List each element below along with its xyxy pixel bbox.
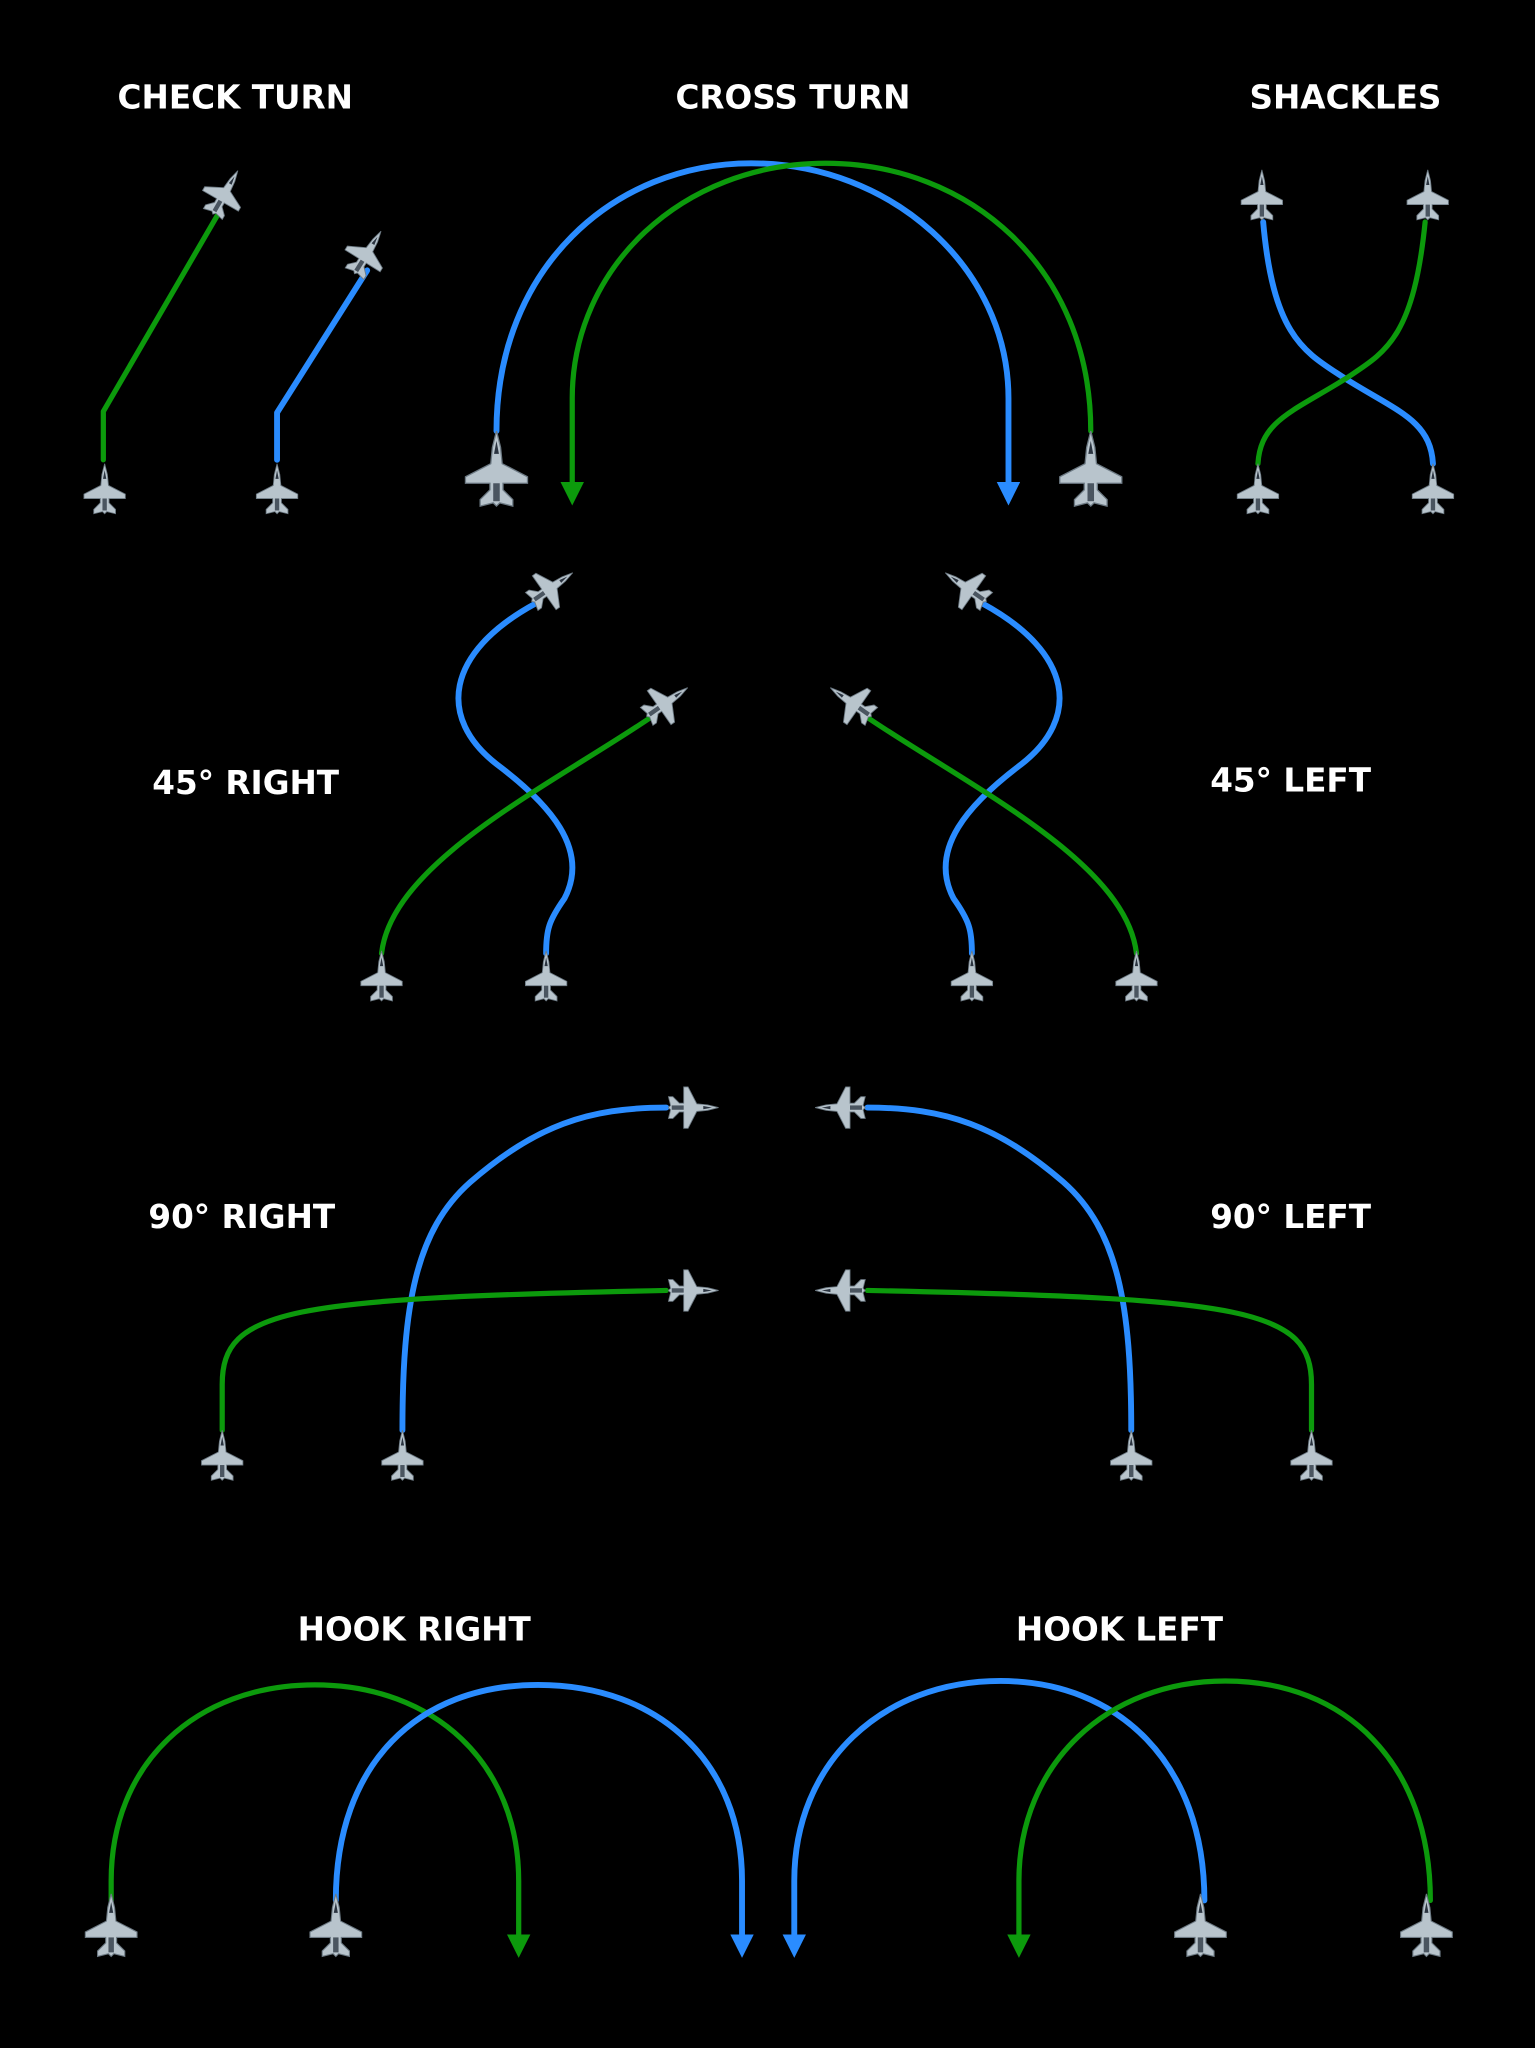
- cross-turn-green-path: [560, 160, 1094, 506]
- jet-icon: [1240, 169, 1284, 221]
- label-45-right: 45° RIGHT: [152, 764, 339, 802]
- shackles-blue-path: [1260, 219, 1436, 467]
- hook-right-group: [84, 1681, 754, 1958]
- check-turn-group: [83, 159, 400, 515]
- shackles-group: [1236, 169, 1455, 515]
- jet-icon: [309, 1893, 363, 1958]
- jet-icon: [1110, 1429, 1153, 1481]
- jet-icon: [1406, 169, 1449, 221]
- jet-icon: [200, 1429, 244, 1481]
- jet-icon: [1399, 1893, 1453, 1958]
- jet-icon: [194, 159, 257, 225]
- jet-icon: [360, 950, 403, 1002]
- 45-left-group: [817, 555, 1158, 1002]
- jet-icon: [336, 219, 400, 286]
- hook-right-green-path: [108, 1682, 531, 1958]
- jet-icon: [255, 463, 299, 515]
- 45-left-blue-path: [942, 600, 1063, 957]
- jet-icon: [84, 1893, 138, 1958]
- 90-right-group: [200, 1086, 720, 1481]
- jet-icon: [1115, 950, 1158, 1002]
- check-turn-green-path: [100, 208, 223, 463]
- 45-right-blue-path: [455, 600, 576, 957]
- jet-icon: [524, 950, 568, 1002]
- label-45-left: 45° LEFT: [1210, 762, 1371, 800]
- hook-right-blue-path: [332, 1681, 754, 1958]
- jet-icon: [464, 430, 529, 507]
- jet-icon: [1236, 463, 1280, 515]
- 45-right-green-path: [378, 715, 652, 957]
- hook-left-group: [782, 1678, 1453, 1958]
- 90-right-green-path: [219, 1287, 669, 1433]
- jet-icon: [667, 1269, 720, 1312]
- label-90-right: 90° RIGHT: [148, 1198, 335, 1236]
- label-cross-turn: CROSS TURN: [675, 78, 910, 116]
- label-check-turn: CHECK TURN: [118, 78, 353, 116]
- jet-icon: [1058, 430, 1123, 507]
- label-hook-left: HOOK LEFT: [1016, 1610, 1224, 1648]
- hook-left-blue-path: [782, 1678, 1208, 1958]
- jet-icon: [1411, 463, 1455, 515]
- 90-right-blue-path: [399, 1104, 670, 1434]
- jet-icon: [950, 950, 994, 1002]
- 45-right-group: [360, 555, 701, 1002]
- jet-icon: [1173, 1893, 1228, 1958]
- 45-left-green-path: [866, 715, 1140, 957]
- jet-icon: [814, 1269, 866, 1312]
- label-hook-right: HOOK RIGHT: [298, 1610, 532, 1648]
- 90-left-green-path: [864, 1287, 1315, 1433]
- jet-icon: [381, 1429, 424, 1481]
- label-shackles: SHACKLES: [1249, 78, 1441, 116]
- 90-left-group: [814, 1086, 1333, 1481]
- jet-icon: [667, 1086, 720, 1129]
- 90-left-blue-path: [864, 1104, 1135, 1434]
- label-90-left: 90° LEFT: [1210, 1198, 1371, 1236]
- jet-icon: [1290, 1429, 1333, 1481]
- jet-icon: [83, 463, 126, 515]
- cross-turn-blue-path: [493, 160, 1021, 506]
- jet-icon: [814, 1086, 866, 1129]
- check-turn-blue-path: [274, 267, 371, 463]
- shackles-green-path: [1255, 219, 1428, 467]
- cross-turn-group: [464, 160, 1123, 507]
- hook-left-green-path: [1007, 1678, 1433, 1958]
